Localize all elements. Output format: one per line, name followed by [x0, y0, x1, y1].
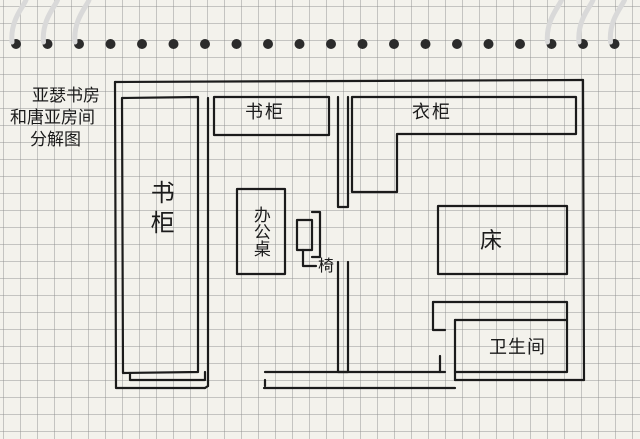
binding-ring — [452, 39, 462, 49]
chair-leader-line — [301, 248, 318, 268]
binding-wire — [607, 0, 627, 45]
binding-ring — [231, 39, 242, 49]
binding-ring — [326, 39, 336, 49]
binding-hole — [357, 39, 368, 49]
bathroom-wall-top — [431, 300, 569, 374]
binding-ring — [168, 39, 179, 49]
binding-wire — [72, 0, 92, 45]
left-bookcase-outline — [120, 95, 200, 375]
label-desk: 办公桌 — [249, 206, 270, 257]
binding-ring — [389, 39, 399, 49]
binding-ring — [40, 0, 60, 49]
binding-ring — [200, 39, 210, 49]
left-bookcase-base — [128, 370, 207, 382]
binding-hole — [168, 39, 179, 49]
label-bookcase-left: 书柜 — [146, 180, 175, 240]
binding-hole — [389, 39, 399, 49]
label-bed: 床 — [480, 229, 503, 254]
binding-ring — [294, 39, 305, 49]
chair-seat — [295, 218, 314, 252]
bathroom-wall-inner — [431, 300, 447, 332]
binding-hole — [452, 39, 462, 49]
top-bookcase-outline — [212, 95, 331, 137]
outer-wall-top — [113, 78, 585, 84]
binding-wire — [40, 0, 60, 45]
binding-hole — [231, 39, 242, 49]
title-line-2: 和唐亚房间 — [10, 108, 95, 128]
binding-hole — [483, 39, 494, 49]
binding-hole — [263, 39, 273, 49]
binding-hole — [326, 39, 336, 49]
binding-ring — [137, 39, 147, 49]
binding-ring — [9, 0, 29, 49]
binding-hole — [137, 39, 147, 49]
label-wardrobe: 衣柜 — [412, 102, 452, 123]
plan-title: 亚瑟书房 和唐亚房间 分解图 — [8, 86, 100, 158]
title-line-3: 分解图 — [30, 130, 81, 150]
bed-outline — [436, 204, 569, 276]
binding-hole — [420, 39, 431, 49]
binding-ring — [420, 39, 431, 49]
binding-ring — [357, 39, 368, 49]
central-partition-upper — [336, 95, 350, 209]
binding-ring — [515, 39, 525, 49]
central-partition-lower — [336, 260, 350, 374]
label-bookcase-top: 书柜 — [245, 102, 285, 123]
binding-wire — [9, 0, 29, 45]
title-line-1: 亚瑟书房 — [32, 86, 100, 106]
binding-hole — [294, 39, 305, 49]
binding-wire — [544, 0, 564, 45]
binding-ring — [544, 0, 564, 49]
binding-hole — [515, 39, 525, 49]
label-chair: 椅 — [318, 256, 335, 275]
outer-wall-left — [113, 80, 207, 390]
binding-hole — [200, 39, 210, 49]
binding-ring — [72, 0, 92, 49]
spiral-binding — [9, 0, 627, 49]
binding-wire — [576, 0, 596, 45]
wardrobe-outline — [350, 95, 578, 194]
binding-ring — [576, 0, 596, 49]
binding-ring — [263, 39, 273, 49]
label-bathroom: 卫生间 — [489, 337, 546, 358]
outer-wall-right — [581, 78, 586, 382]
chair-back — [310, 210, 322, 259]
desk-outline — [235, 187, 287, 276]
binding-ring — [607, 0, 627, 49]
binding-ring — [483, 39, 494, 49]
binding-ring — [105, 39, 116, 49]
binding-hole — [105, 39, 116, 49]
